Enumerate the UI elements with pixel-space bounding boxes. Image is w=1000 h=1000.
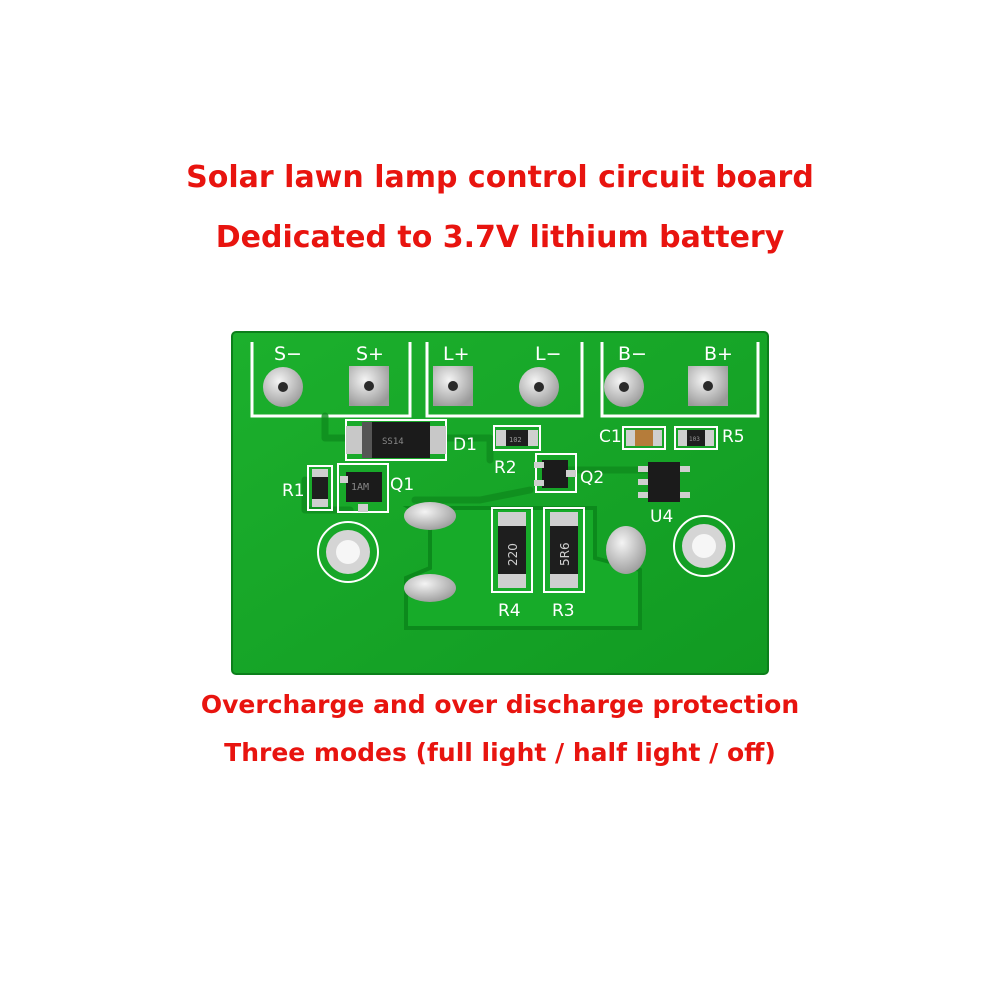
caption-title: Solar lawn lamp control circuit board xyxy=(186,160,814,195)
label-d1: D1 xyxy=(453,435,477,455)
terminal-label-s-minus: S− xyxy=(274,343,302,365)
r4-marking: 220 xyxy=(506,543,520,566)
label-r3: R3 xyxy=(552,601,575,621)
solder-pad-top-left xyxy=(404,502,456,530)
terminal-label-l-minus: L− xyxy=(535,343,562,365)
resistor-r1 xyxy=(312,477,328,499)
r3-marking: 5R6 xyxy=(558,542,572,566)
mounting-hole-left xyxy=(317,521,379,583)
terminal-label-s-plus: S+ xyxy=(356,343,384,365)
caption-subtitle: Dedicated to 3.7V lithium battery xyxy=(215,220,785,255)
label-r2: R2 xyxy=(494,458,517,478)
ic-u4 xyxy=(648,462,680,502)
r5-marking: 103 xyxy=(689,436,700,443)
caption-feature-protection: Overcharge and over discharge protection xyxy=(200,690,800,719)
transistor-q2 xyxy=(542,460,568,488)
resistor-r2 xyxy=(506,430,528,446)
resistor-r3 xyxy=(550,526,578,574)
terminal-label-l-plus: L+ xyxy=(443,343,470,365)
label-q2: Q2 xyxy=(580,468,604,488)
solder-pad-bottom-left xyxy=(404,574,456,602)
caption-feature-modes: Three modes (full light / half light / o… xyxy=(224,738,776,767)
label-q1: Q1 xyxy=(390,475,414,495)
resistor-r4 xyxy=(498,526,526,574)
q1-marking: 1AM xyxy=(351,482,369,493)
r2-marking: 102 xyxy=(509,436,522,444)
solder-pad-right xyxy=(606,526,646,574)
label-c1: C1 xyxy=(599,427,622,447)
resistor-r5 xyxy=(687,430,705,446)
diode-d1 xyxy=(362,422,430,458)
terminal-pads xyxy=(263,366,728,407)
mounting-hole-right xyxy=(673,515,735,577)
terminal-label-b-minus: B− xyxy=(618,343,647,365)
transistor-q1 xyxy=(346,472,382,502)
terminal-label-b-plus: B+ xyxy=(704,343,733,365)
label-r5: R5 xyxy=(722,427,745,447)
label-r4: R4 xyxy=(498,601,521,621)
diode-marking: SS14 xyxy=(382,437,404,447)
label-r1: R1 xyxy=(282,481,305,501)
capacitor-c1 xyxy=(635,430,653,446)
label-u4: U4 xyxy=(650,507,673,527)
circuit-board-photo: S− S+ L+ L− B− B+ SS14 D1 10 xyxy=(231,331,769,675)
